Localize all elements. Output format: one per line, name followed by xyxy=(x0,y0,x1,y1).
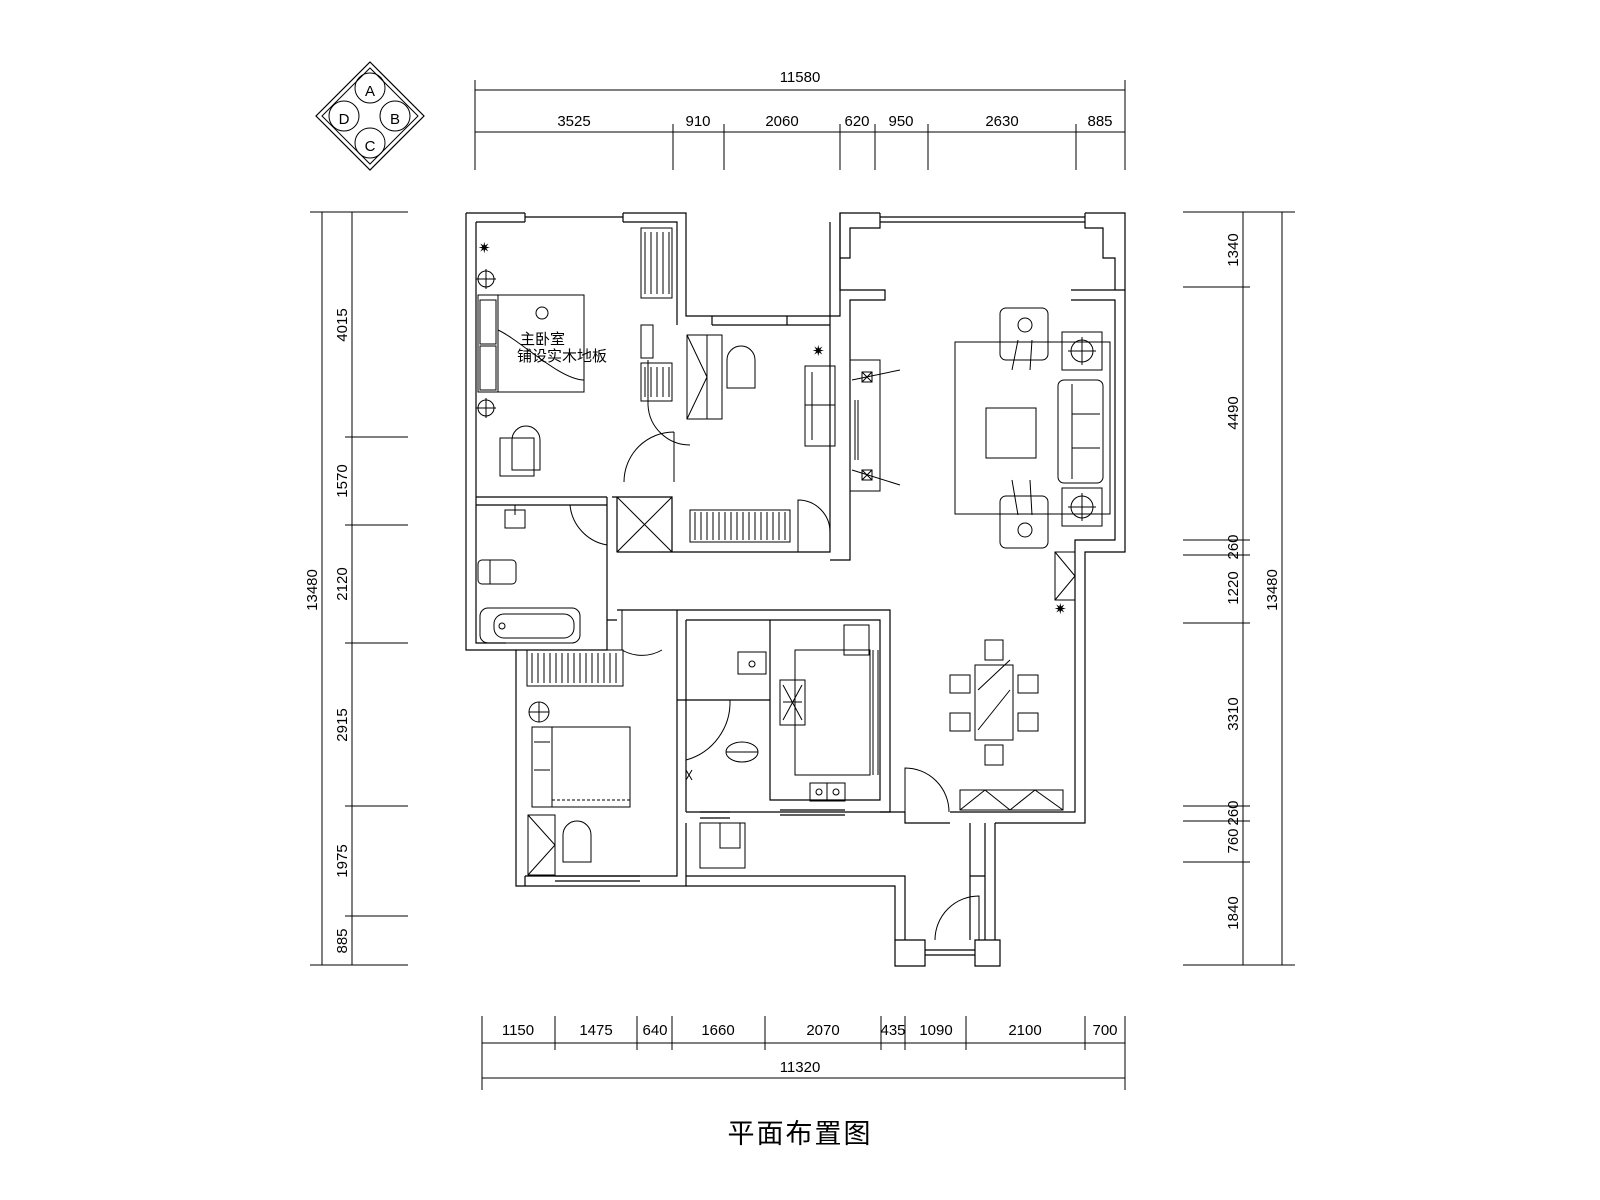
bathtub xyxy=(479,607,581,644)
rug xyxy=(954,341,1111,515)
bottom-dim-7: 1090 xyxy=(919,1022,952,1039)
bottom-dim-9: 700 xyxy=(1092,1022,1117,1039)
bottom-dimension-chain: 1150 1475 640 1660 2070 435 1090 2100 70… xyxy=(481,1016,1126,1090)
wardrobe xyxy=(526,649,624,687)
top-dim-5: 950 xyxy=(888,113,913,130)
sideboard xyxy=(959,789,1064,811)
kitchen-counter xyxy=(794,649,871,776)
right-dim-1: 1340 xyxy=(1225,233,1242,266)
left-dim-3: 2120 xyxy=(334,567,351,600)
left-total-dimension: 13480 xyxy=(304,569,321,611)
second-bed xyxy=(531,726,631,808)
coffee-table xyxy=(985,407,1037,459)
right-dim-7: 760 xyxy=(1225,828,1242,853)
top-dim-1: 3525 xyxy=(557,113,590,130)
armchair xyxy=(999,495,1049,549)
desk xyxy=(527,814,556,876)
bottom-dim-1: 1150 xyxy=(502,1022,534,1039)
shoe-cabinet xyxy=(1054,551,1076,601)
top-dim-7: 885 xyxy=(1087,113,1112,130)
plant-icon: ✷ xyxy=(478,240,491,257)
left-dimension-chain: 4015 1570 2120 2915 1975 885 13480 xyxy=(304,211,408,966)
furniture: 主卧室 铺设实木地板 ✷ ✷ xyxy=(476,227,1111,941)
toilet xyxy=(477,559,517,585)
desk xyxy=(499,437,535,477)
top-dim-6: 2630 xyxy=(985,113,1018,130)
plant-icon: ✷ xyxy=(812,343,825,360)
tv-cabinet xyxy=(849,359,881,492)
top-total-dimension: 11580 xyxy=(780,69,821,86)
top-dim-4: 620 xyxy=(844,113,869,130)
bottom-dim-4: 1660 xyxy=(701,1022,734,1039)
bottom-dim-2: 1475 xyxy=(579,1022,612,1039)
right-dim-4: 1220 xyxy=(1225,571,1242,604)
wardrobe xyxy=(640,227,673,299)
left-dim-2: 1570 xyxy=(334,464,351,497)
left-dim-5: 1975 xyxy=(334,844,351,877)
compass-label-a: A xyxy=(365,83,375,100)
top-dim-3: 2060 xyxy=(765,113,798,130)
bottom-dim-8: 2100 xyxy=(1008,1022,1041,1039)
dining-table xyxy=(974,664,1014,741)
master-bed xyxy=(477,294,585,393)
sofa xyxy=(804,365,836,447)
plant-icon: ✷ xyxy=(1054,601,1067,618)
bottom-dim-6: 435 xyxy=(880,1022,905,1039)
right-dim-3: 260 xyxy=(1225,534,1242,559)
top-dim-2: 910 xyxy=(685,113,710,130)
right-dim-2: 4490 xyxy=(1225,396,1242,429)
right-dim-8: 1840 xyxy=(1225,896,1242,929)
sink xyxy=(737,651,767,675)
bedroom-label-line2: 铺设实木地板 xyxy=(517,347,607,365)
bottom-total-dimension: 11320 xyxy=(780,1059,821,1076)
bottom-dim-5: 2070 xyxy=(806,1022,839,1039)
left-dim-1: 4015 xyxy=(334,308,351,341)
bottom-dim-3: 640 xyxy=(642,1022,667,1039)
left-dim-4: 2915 xyxy=(334,708,351,741)
right-dimension-chain: 1340 4490 260 1220 3310 260 760 1840 134… xyxy=(1183,211,1295,966)
right-total-dimension: 13480 xyxy=(1264,569,1281,611)
armchair xyxy=(999,307,1049,361)
right-dim-6: 260 xyxy=(1225,800,1242,825)
study-desk xyxy=(686,334,708,420)
right-dim-5: 3310 xyxy=(1225,697,1242,730)
compass-label-c: C xyxy=(365,138,376,155)
bedroom-label-line1: 主卧室 xyxy=(520,331,565,348)
walls xyxy=(465,212,1126,967)
compass-label-d: D xyxy=(339,111,350,128)
top-dimension-chain: 11580 3525 910 2060 620 950 2630 885 xyxy=(474,69,1126,170)
compass-label-b: B xyxy=(390,111,400,128)
compass-rose: A B C D xyxy=(315,61,425,171)
sofa xyxy=(1057,379,1104,484)
side-table xyxy=(1061,331,1103,371)
drawing-title: 平面布置图 xyxy=(727,1119,873,1150)
side-table xyxy=(1061,487,1103,527)
bookshelf xyxy=(689,509,791,543)
left-dim-6: 885 xyxy=(334,928,351,953)
stove xyxy=(779,679,806,726)
